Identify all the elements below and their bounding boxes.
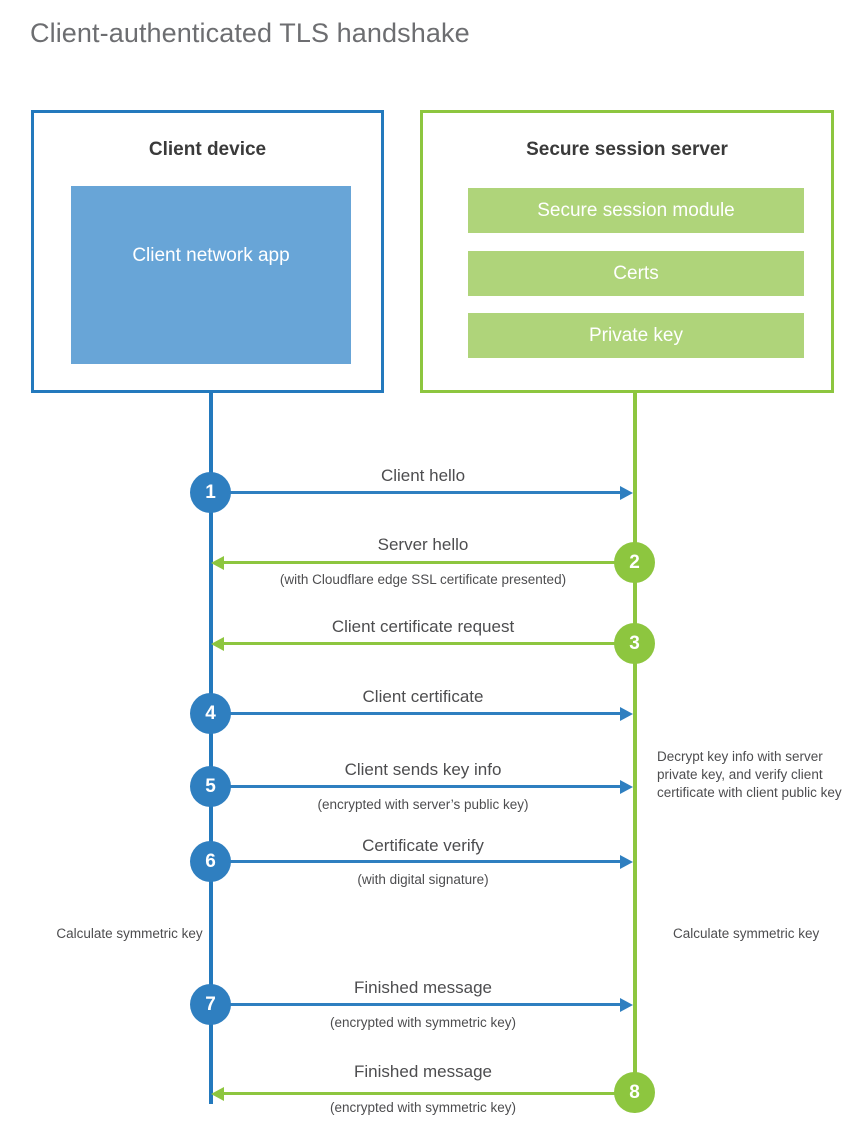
step-6-sublabel: (with digital signature) <box>357 872 489 887</box>
client-network-app-block: Client network app <box>71 186 351 364</box>
step-8-label: Finished message <box>354 1062 492 1081</box>
secure-session-server-title: Secure session server <box>526 139 728 160</box>
step-4-label: Client certificate <box>362 687 484 706</box>
server-decrypt-note: Decrypt key info with server private key… <box>657 749 842 800</box>
client-calculate-symmetric-key-note: Calculate symmetric key <box>56 926 203 941</box>
step-7-label: Finished message <box>354 978 492 997</box>
step-7-arrow-line <box>211 1003 623 1006</box>
step-7-sublabel: (encrypted with symmetric key) <box>329 1015 517 1030</box>
step-2-badge: 2 <box>614 542 655 583</box>
step-5-arrowhead <box>620 780 633 794</box>
step-1-badge: 1 <box>190 472 231 513</box>
step-2-arrowhead <box>211 556 224 570</box>
step-8-sublabel: (encrypted with symmetric key) <box>329 1100 517 1115</box>
step-1-arrow-line <box>211 491 623 494</box>
client-device-title: Client device <box>148 139 267 160</box>
step-6-arrowhead <box>620 855 633 869</box>
certs-block: Certs <box>468 251 804 296</box>
step-1-label: Client hello <box>380 466 466 485</box>
client-lifeline <box>209 393 213 1104</box>
step-5-sublabel: (encrypted with server’s public key) <box>317 797 529 812</box>
step-2-sublabel: (with Cloudflare edge SSL certificate pr… <box>279 572 567 587</box>
step-8-arrowhead <box>211 1087 224 1101</box>
step-4-arrow-line <box>211 712 623 715</box>
step-1-arrowhead <box>620 486 633 500</box>
step-7-badge: 7 <box>190 984 231 1025</box>
client-device-box: Client device Client network app <box>31 110 384 393</box>
secure-session-server-box: Secure session server Secure session mod… <box>420 110 834 393</box>
step-5-label: Client sends key info <box>344 760 502 779</box>
step-2-label: Server hello <box>377 535 469 554</box>
step-4-arrowhead <box>620 707 633 721</box>
step-6-badge: 6 <box>190 841 231 882</box>
step-6-arrow-line <box>211 860 623 863</box>
step-3-label: Client certificate request <box>331 617 515 636</box>
secure-session-module-block: Secure session module <box>468 188 804 233</box>
step-5-badge: 5 <box>190 766 231 807</box>
step-4-badge: 4 <box>190 693 231 734</box>
server-lifeline <box>633 393 637 1099</box>
step-3-badge: 3 <box>614 623 655 664</box>
step-8-badge: 8 <box>614 1072 655 1113</box>
step-3-arrow-line <box>224 642 635 645</box>
step-7-arrowhead <box>620 998 633 1012</box>
step-6-label: Certificate verify <box>362 836 484 855</box>
step-5-arrow-line <box>211 785 623 788</box>
step-3-arrowhead <box>211 637 224 651</box>
private-key-block: Private key <box>468 313 804 358</box>
step-2-arrow-line <box>224 561 635 564</box>
server-calculate-symmetric-key-note: Calculate symmetric key <box>673 926 820 941</box>
step-8-arrow-line <box>224 1092 635 1095</box>
page-title: Client-authenticated TLS handshake <box>30 18 470 48</box>
